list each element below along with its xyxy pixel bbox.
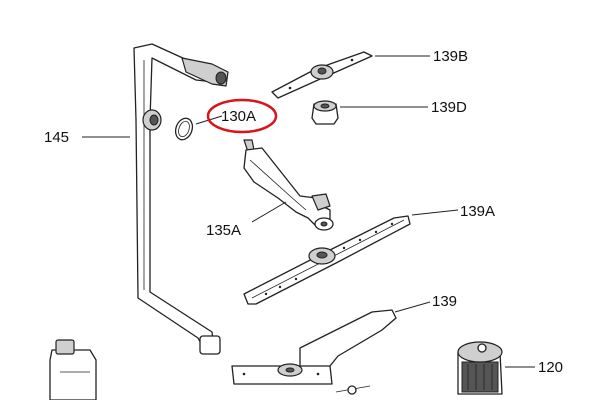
leader-139A [411,209,459,216]
callout-139A: 139A [460,203,495,220]
part-container [49,339,97,400]
part-139A-middle-spray-arm [243,215,411,305]
part-145-supply-pipe [133,43,229,355]
part-139-lower-spray-arm [231,309,397,395]
part-120-pump-assembly [457,341,503,395]
callout-130A: 130A [221,108,256,125]
callout-145: 145 [44,129,69,146]
callout-139D: 139D [431,99,467,116]
callout-139B: 139B [433,48,468,65]
part-130A-o-ring [174,117,194,141]
highlight-circle-130A [206,98,278,134]
callout-120: 120 [538,359,563,376]
callout-139: 139 [432,293,457,310]
leader-139 [394,301,431,313]
callout-135A: 135A [206,222,241,239]
part-139D-nut [311,100,339,125]
part-139B-upper-spray-arm [271,51,373,99]
leader-135A [251,201,287,223]
part-135A-arm-support [243,139,334,231]
